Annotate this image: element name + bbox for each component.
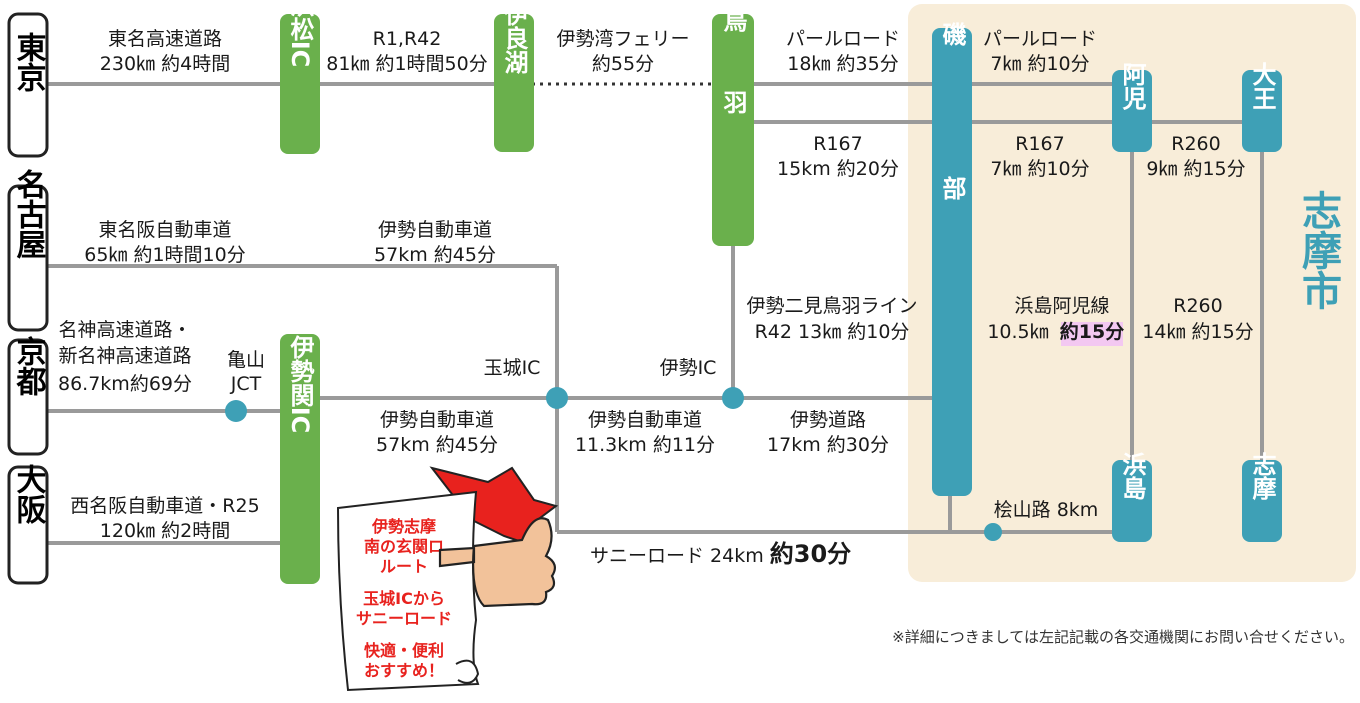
time-highlight: [1061, 322, 1123, 346]
route-pearl2-detail: 7㎞ 約10分: [990, 53, 1089, 75]
callout-line-4: 玉城ICから: [363, 589, 445, 608]
route-hamajima-ago-name: 浜島阿児線: [1014, 295, 1109, 317]
callout-illustration: 伊勢志摩 南の玄関ロ ルート 玉城ICから サニーロード 快適・便利 おすすめ！: [336, 466, 559, 692]
tamaki-ic-dot: [546, 387, 568, 409]
node-isebe: 磯部: [932, 21, 972, 496]
route-meihan-name: 東名阪自動車道: [98, 219, 231, 241]
node-irago-label: 伊良湖: [500, 2, 529, 75]
node-shima-label: 志摩: [1248, 452, 1276, 501]
red-burst-icon: [429, 466, 559, 550]
route-hamajima-ago-time: 約15分: [1060, 320, 1124, 343]
route-sunny-road-time: 約30分: [770, 540, 851, 568]
route-ise-exp-low-name: 伊勢自動車道: [380, 409, 494, 431]
node-irago: 伊良湖: [494, 2, 534, 152]
route-pearl1-detail: 18㎞ 約35分: [787, 53, 898, 75]
kameyama-jct-dot: [225, 400, 247, 422]
route-ise-road-name: 伊勢道路: [790, 409, 866, 431]
route-hamajima-ago-distance: 10.5㎞: [987, 321, 1048, 343]
node-daio-label: 大王: [1248, 62, 1276, 110]
route-nishimeihan-name: 西名阪自動車道・R25: [70, 495, 259, 517]
route-sunny-road: サニーロード 24km 約30分: [590, 540, 851, 568]
callout-line-3: ルート: [380, 557, 428, 576]
node-daio: 大王: [1242, 62, 1282, 152]
origin-tokyo-label: 東京: [11, 32, 47, 92]
origin-tokyo: 東京: [7, 12, 49, 158]
route-r260b-detail: 14㎞ 約15分: [1142, 321, 1253, 343]
route-pearl2-name: パールロード: [983, 28, 1097, 50]
node-ago: 阿児: [1112, 62, 1152, 152]
route-r260a-detail: 9㎞ 約15分: [1146, 158, 1245, 180]
route-kenzan: 桧山路 8km: [994, 499, 1099, 521]
pointing-hand-icon: [438, 517, 557, 608]
kameyama-jct-label-1: 亀山: [227, 349, 265, 371]
node-hamamatsu-ic: 浜松IC: [280, 0, 320, 154]
route-meihan-detail: 65㎞ 約1時間10分: [84, 244, 245, 266]
route-pearl1-name: パールロード: [786, 28, 900, 50]
node-hamamatsu-ic-label: 浜松IC: [286, 0, 314, 67]
callout-line-1: 伊勢志摩: [371, 517, 436, 536]
region-label: 志摩市: [1295, 190, 1342, 310]
route-ferry-detail: 約55分: [592, 53, 654, 75]
route-ise-exp-mid-detail: 11.3km 約11分: [575, 434, 715, 456]
kenzan-dot: [984, 523, 1002, 541]
node-ago-label: 阿児: [1118, 62, 1146, 111]
node-hamajima: 浜島: [1112, 452, 1152, 542]
route-meishin-line1: 名神高速道路・: [58, 319, 191, 341]
origin-kyoto-label: 京都: [11, 335, 48, 396]
node-toba: 鳥羽: [712, 7, 754, 246]
node-hamajima-label: 浜島: [1118, 452, 1146, 501]
scroll-curl: [455, 659, 480, 684]
route-futami-detail: R42 13㎞ 約10分: [755, 321, 910, 343]
origin-osaka: 大阪: [7, 464, 49, 585]
route-ise-exp-top-name: 伊勢自動車道: [378, 219, 492, 241]
route-r167b-detail: 7㎞ 約10分: [990, 158, 1089, 180]
kameyama-jct-label-2: JCT: [230, 373, 262, 395]
route-ise-exp-mid-name: 伊勢自動車道: [588, 409, 702, 431]
footnote: ※詳細につきましては左記記載の各交通機関にお問い合せください。: [892, 628, 1354, 646]
route-r260a-name: R260: [1171, 133, 1220, 155]
route-meishin-line2: 新名神高速道路: [58, 345, 191, 367]
route-nishimeihan-detail: 120㎞ 約2時間: [100, 520, 230, 542]
origin-nagoya: 名古屋: [7, 169, 49, 332]
route-ise-exp-top-detail: 57km 約45分: [374, 244, 496, 266]
route-sunny-road-prefix: サニーロード 24km: [590, 545, 770, 567]
route-r1r42-name: R1,R42: [373, 28, 442, 50]
route-r167a-name: R167: [813, 133, 862, 155]
node-isebe-label: 磯部: [938, 21, 966, 330]
callout-line-7: おすすめ！: [364, 661, 444, 680]
route-ise-road-detail: 17km 約30分: [767, 434, 889, 456]
tamaki-ic-label: 玉城IC: [484, 357, 541, 379]
node-toba-label: 鳥羽: [719, 7, 747, 172]
origin-nagoya-label: 名古屋: [11, 169, 47, 259]
origin-kyoto: 京都: [7, 335, 49, 456]
route-tomei-name: 東名高速道路: [108, 28, 222, 50]
node-ise-seki-ic-label: 伊勢関IC: [286, 335, 315, 434]
route-r260b-name: R260: [1173, 295, 1222, 317]
callout-line-6: 快適・便利: [364, 641, 444, 660]
route-tomei-detail: 230㎞ 約4時間: [100, 53, 230, 75]
callout-line-5: サニーロード: [356, 609, 452, 628]
ise-ic-dot: [722, 387, 744, 409]
callout-line-2: 南の玄関ロ: [364, 537, 444, 556]
origin-osaka-label: 大阪: [11, 464, 47, 525]
route-r1r42-detail: 81㎞ 約1時間50分: [326, 53, 487, 75]
route-meishin-detail: 86.7km約69分: [58, 373, 192, 395]
route-r167a-detail: 15km 約20分: [777, 158, 899, 180]
node-ise-seki-ic: 伊勢関IC: [280, 334, 320, 584]
route-r167b-name: R167: [1015, 133, 1064, 155]
route-ise-exp-low-detail: 57km 約45分: [376, 434, 498, 456]
ise-ic-label: 伊勢IC: [660, 357, 717, 379]
route-ferry-name: 伊勢湾フェリー: [556, 28, 689, 50]
route-futami-name: 伊勢二見鳥羽ライン: [746, 295, 917, 317]
node-shima: 志摩: [1242, 452, 1282, 542]
